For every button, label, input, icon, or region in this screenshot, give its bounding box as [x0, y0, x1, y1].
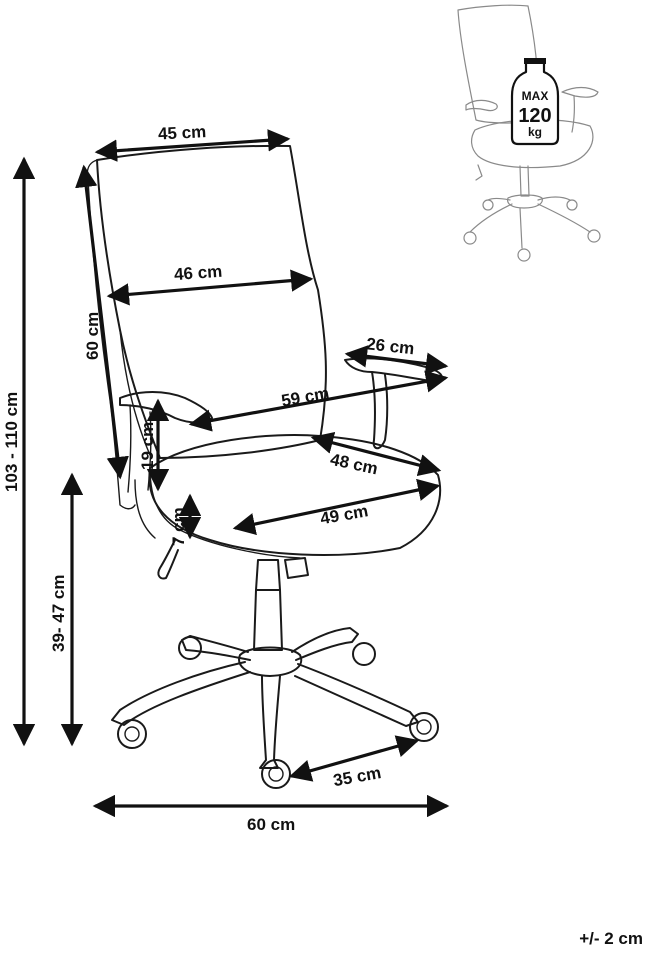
weight-icon	[510, 60, 560, 146]
right-armrest	[344, 357, 443, 383]
base-hub	[238, 646, 303, 677]
castors	[117, 636, 439, 789]
badge-unit: kg	[528, 125, 542, 139]
dim-seat-width	[232, 478, 441, 536]
badge-value: 120	[518, 105, 551, 127]
office-chair-illustration	[86, 144, 443, 789]
label-seat-height: 39- 47 cm	[49, 575, 68, 653]
dim-armrest-length	[344, 345, 449, 375]
label-base-width: 60 cm	[247, 815, 295, 834]
base-leg-back-left	[181, 635, 251, 661]
label-armrest-height: 19 cm	[138, 422, 157, 470]
height-lever	[157, 539, 179, 580]
label-backrest-top-width: 45 cm	[158, 122, 207, 143]
weight-capacity-badge: MAX 120 kg	[510, 58, 560, 146]
label-armrest-span: 59 cm	[280, 383, 331, 410]
label-backrest-width: 46 cm	[173, 262, 222, 284]
dimension-labels: 45 cm 46 cm 60 cm 26 cm 59 cm 19 cm 48 c…	[2, 122, 415, 834]
dimension-lines	[12, 129, 450, 818]
base-leg-right	[294, 663, 419, 727]
dim-armrest-span	[188, 370, 449, 432]
label-total-height: 103 - 110 cm	[2, 392, 21, 492]
base-leg-back-right	[291, 627, 359, 661]
label-castor-spacing: 35 cm	[332, 763, 383, 790]
gas-cylinder	[255, 559, 281, 591]
base-leg-left	[111, 661, 251, 726]
dim-castor-spacing	[288, 735, 420, 782]
backrest-outline	[96, 144, 327, 459]
label-backrest-height: 60 cm	[83, 312, 102, 360]
badge-max: MAX	[522, 89, 549, 103]
base-leg-front	[259, 675, 281, 769]
dim-seat-depth	[310, 431, 442, 477]
tolerance-note: +/- 2 cm	[579, 929, 643, 948]
dim-backrest-top	[94, 129, 291, 162]
label-armrest-length: 26 cm	[365, 334, 415, 358]
dim-backrest-height	[75, 164, 129, 480]
label-seat-thickness: 7 cm	[169, 507, 188, 546]
dim-backrest-width	[106, 269, 314, 306]
tilt-knob	[284, 557, 309, 579]
label-seat-width: 49 cm	[319, 501, 370, 528]
